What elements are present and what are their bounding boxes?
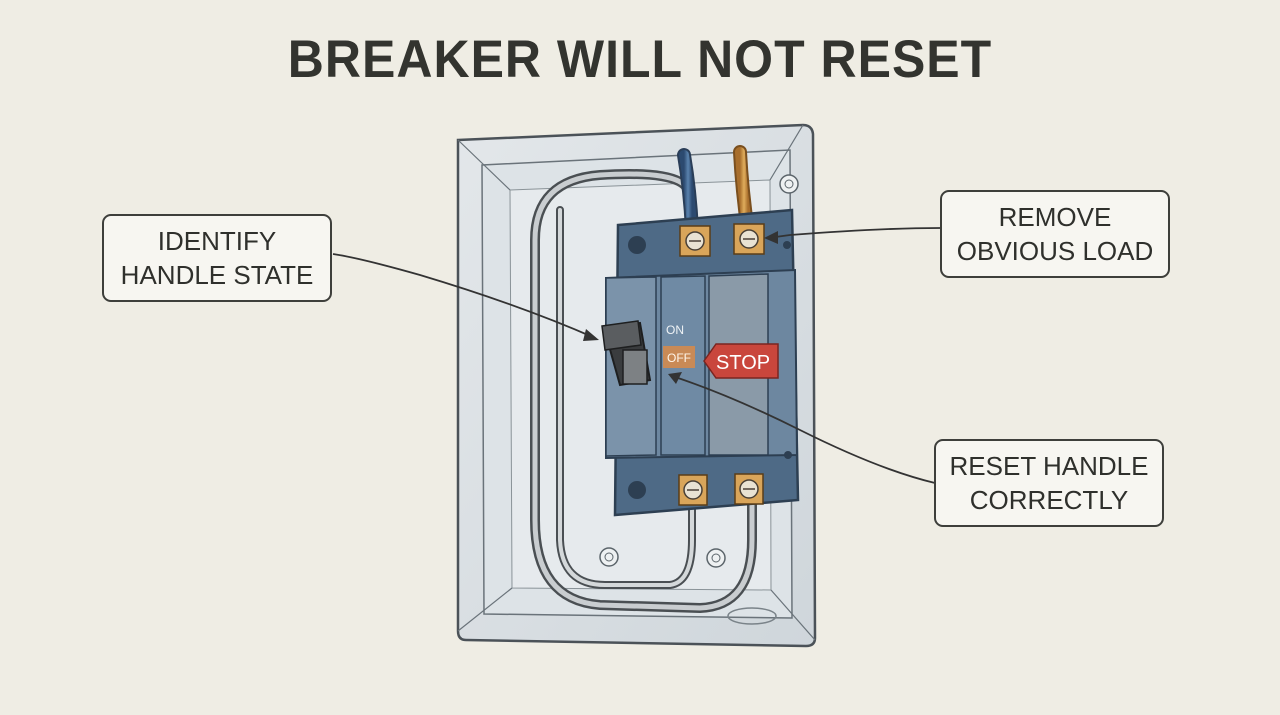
- terminal-screw-icon: [734, 473, 764, 505]
- knockout-hole: [727, 607, 777, 625]
- stop-sign-icon: STOP: [703, 343, 779, 379]
- gray-cable: [530, 169, 757, 614]
- leader-lines: [332, 227, 941, 484]
- mounting-screw-icon: [599, 547, 619, 567]
- page-title: BREAKER WILL NOT RESET: [287, 29, 993, 89]
- breaker-handle[interactable]: [601, 320, 652, 387]
- arrowhead-icon: [764, 231, 778, 244]
- callout-reset-handle-correctly: RESET HANDLE CORRECTLY: [934, 439, 1164, 527]
- off-tag: [663, 346, 695, 368]
- stop-label: STOP: [716, 352, 770, 374]
- mounting-screw-icon: [706, 548, 726, 568]
- arrowhead-icon: [668, 372, 682, 384]
- callout-identify-handle-state: IDENTIFY HANDLE STATE: [102, 214, 332, 302]
- off-label: OFF: [667, 351, 691, 365]
- on-label: ON: [666, 323, 684, 337]
- callout-remove-obvious-load: REMOVE OBVIOUS LOAD: [940, 190, 1170, 278]
- terminal-screw-icon: [679, 225, 711, 257]
- mounting-screw-icon: [779, 174, 799, 194]
- terminal-screw-icon: [678, 474, 708, 506]
- terminal-screw-icon: [733, 223, 765, 255]
- arrowhead-icon: [583, 329, 599, 341]
